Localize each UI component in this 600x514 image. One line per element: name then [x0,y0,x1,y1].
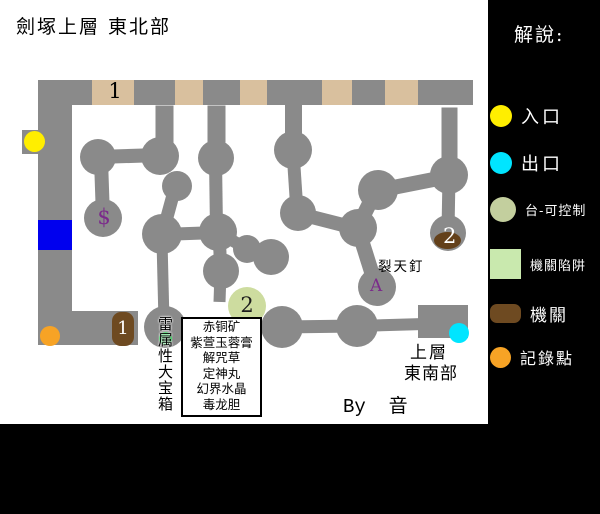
map-corridor [38,80,72,345]
map-room [358,170,398,210]
map-room [430,156,468,194]
credit-label: By 音 [343,396,408,418]
mechanism-2-marker [434,232,461,249]
map-room [142,214,182,254]
mechanism-1-top-label: 1 [108,79,122,103]
entrance-icon [24,131,45,152]
treasure-dollar-label: $ [97,205,111,229]
item-entry: 紫萱玉蓉膏 [190,334,253,350]
item-entry: 毒龙胆 [202,396,241,412]
crack-nail-label: 裂天釘 [378,259,425,275]
map-room [162,171,192,201]
gate-tile [92,80,134,105]
legend-row-mechanism-trap: 機關陷阱 [490,249,586,279]
map-room [274,131,312,169]
map-room [280,195,316,231]
legend-row-controllable-platform: 台-可控制 [490,197,586,222]
gate-tile [322,80,352,105]
legend-label: 台-可控制 [525,204,587,219]
map-room [141,137,179,175]
map-room [253,239,289,275]
map-room [203,253,239,289]
legend-label: 機關陷阱 [530,258,587,274]
map-room [198,140,234,176]
mechanism-legend-icon [490,304,521,323]
legend-label: 機關 [530,306,568,326]
chest-trigger-icon [159,332,172,345]
map-room [261,306,303,348]
map-title: 劍塚上層 東北部 [16,16,172,38]
record-point-legend-icon [490,346,511,368]
adjacent-area-label-line1: 上層 [410,343,448,363]
exit-icon [449,323,469,343]
thunder-chest-label: 雷属性大宝箱 [156,316,174,412]
legend-label: 入口 [521,107,563,128]
dungeon-map: 劍塚上層 東北部 1 1 2 2 $ A 裂天釘 雷属性大宝箱 赤铜矿 紫萱玉蓉… [0,0,488,424]
map-room [339,209,377,247]
legend-row-exit: 出口 [490,150,563,176]
map-room [199,213,237,251]
mechanism-1-marker: 1 [112,312,134,346]
item-entry: 定神丸 [202,365,241,381]
record-point-icon [40,326,60,346]
gate-tile [175,80,203,105]
legend-row-entrance: 入口 [490,103,563,129]
blue-platform-marker [38,220,72,250]
point-a-label: A [370,276,383,296]
adjacent-area-label-line2: 東南部 [404,364,458,384]
legend-heading: 解說: [514,24,565,46]
map-room [336,305,378,347]
legend-row-mechanism: 機關 [490,301,568,326]
platform-legend-icon [490,197,516,222]
legend-label: 出口 [521,154,563,175]
map-room [80,139,116,175]
legend-label: 記錄點 [520,349,575,368]
gate-tile [240,80,267,105]
entrance-legend-icon [490,105,512,127]
map-passage [207,105,225,142]
item-entry: 解咒草 [202,350,241,366]
trap-legend-icon [490,249,521,279]
mechanism-2-label: 2 [443,224,457,248]
item-entry: 幻界水晶 [196,381,247,397]
item-drop-box: 赤铜矿 紫萱玉蓉膏 解咒草 定神丸 幻界水晶 毒龙胆 [181,317,262,417]
exit-legend-icon [490,152,512,174]
map-room [358,268,396,306]
item-entry: 赤铜矿 [202,319,241,334]
map-room [84,199,122,237]
legend-row-record-point: 記錄點 [490,345,574,369]
gate-tile [385,80,418,105]
